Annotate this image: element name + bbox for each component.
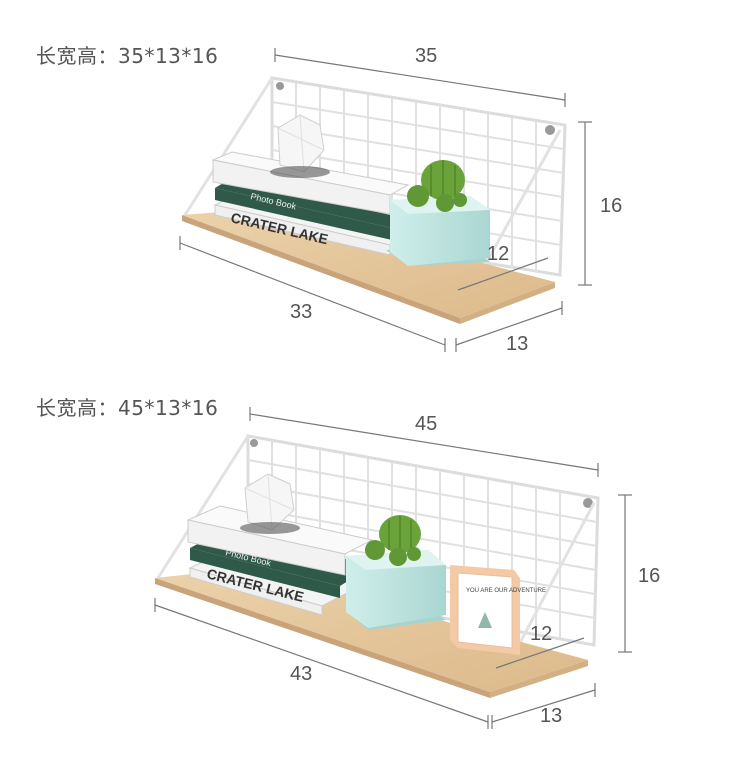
shelf-large: CRATER LAKE Photo Book [155, 434, 600, 698]
dimension-labels-large: 45 16 12 43 13 [290, 413, 660, 727]
cactus-pot [386, 160, 490, 266]
shelf-small: CRATER LAKE Photo Book [182, 76, 567, 324]
dim-height-1: 16 [600, 195, 622, 217]
dim-depth-inner-2: 12 [530, 623, 552, 645]
photo-frame: YOU ARE OUR ADVENTURE [450, 565, 546, 655]
book-stack: CRATER LAKE Photo Book [211, 151, 410, 256]
frame-text: YOU ARE OUR ADVENTURE [466, 588, 546, 594]
dim-top-width-1: 35 [415, 45, 437, 67]
dim-height-2: 16 [638, 565, 660, 587]
spec-label-small: 长宽高：35*13*16 [36, 44, 219, 68]
dim-front-length-2: 43 [290, 663, 312, 685]
wood-plank-2 [155, 568, 588, 698]
gem-ornament-2 [240, 473, 300, 534]
dim-depth-2: 13 [540, 705, 562, 727]
dimensions-large [154, 407, 632, 729]
wood-plank [182, 208, 555, 324]
dim-top-width-2: 45 [415, 413, 437, 435]
dim-depth-1: 13 [506, 333, 528, 355]
dim-depth-inner-1: 12 [487, 243, 509, 265]
dimension-labels-small: 35 16 12 33 13 [290, 45, 622, 355]
dimensions-small [179, 48, 592, 352]
gem-ornament [270, 114, 330, 178]
spec-label-large: 长宽高：45*13*16 [36, 396, 219, 420]
dim-front-length-1: 33 [290, 301, 312, 323]
cactus-pot-2 [345, 515, 446, 630]
book-stack-2: CRATER LAKE Photo Book [186, 505, 374, 616]
